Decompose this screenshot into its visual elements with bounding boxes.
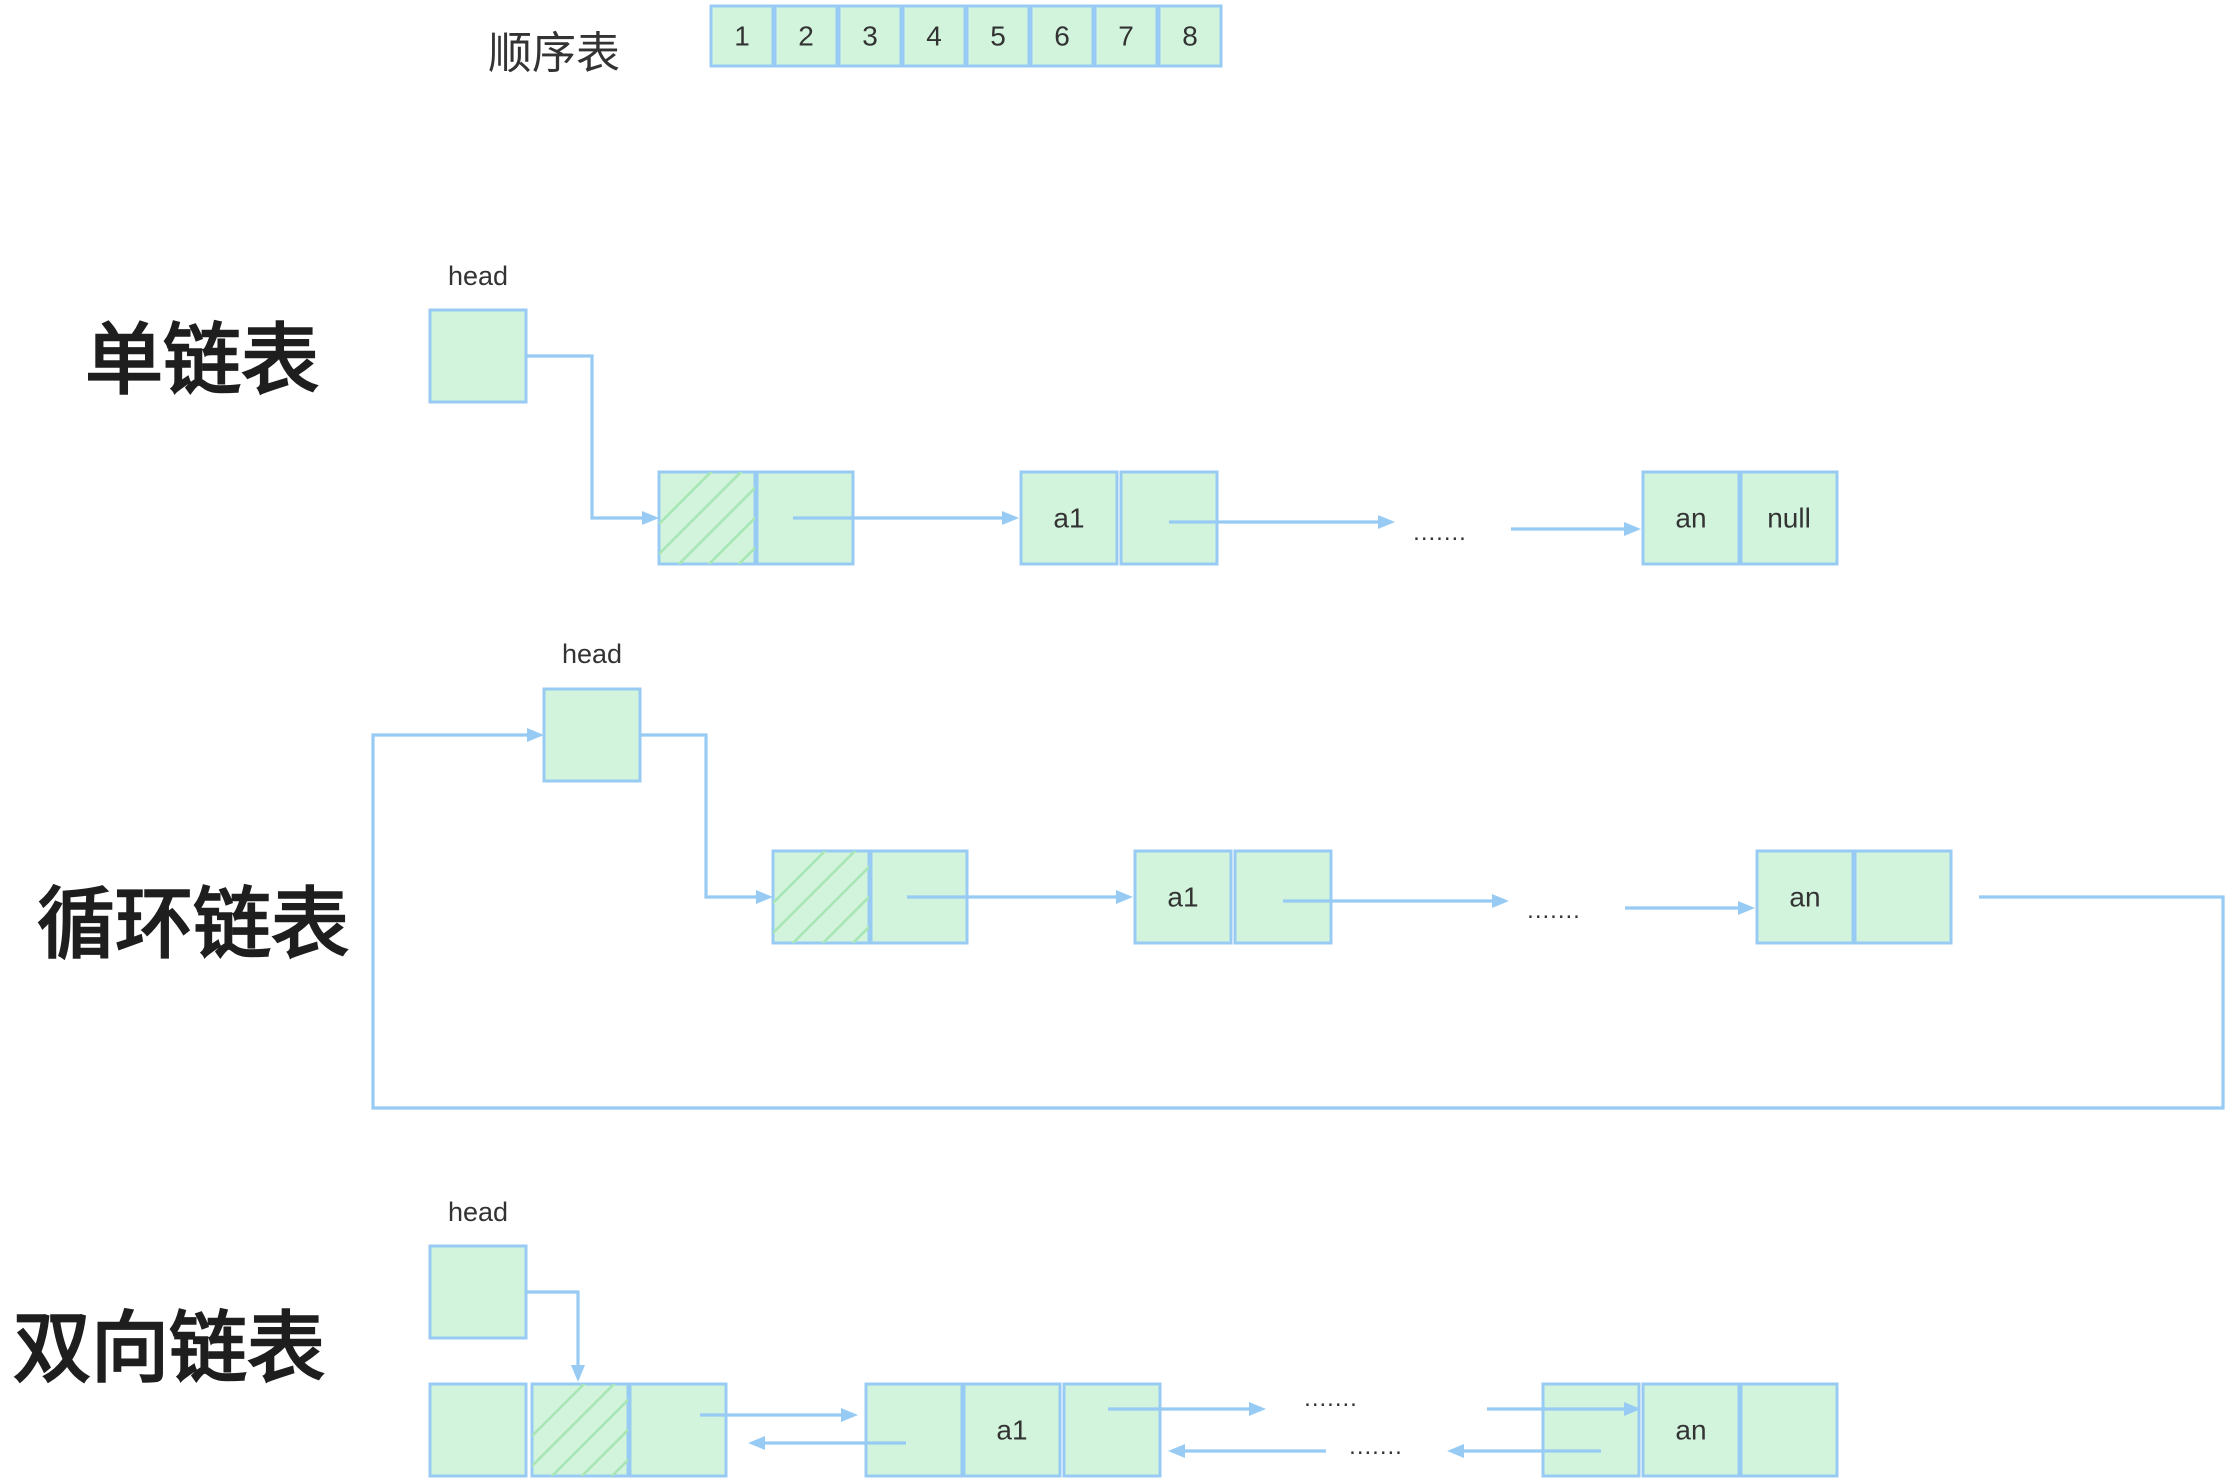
singly-a1-data-cell: [1019, 470, 1119, 566]
doubly-linked-list: head a1 ....... ....... an: [428, 1197, 1839, 1478]
sequence-cell-label: 5: [990, 21, 1006, 52]
doubly-an-next-cell: [1739, 1382, 1839, 1478]
sequence-cell: [1157, 4, 1223, 68]
singly-a1-label: a1: [1053, 503, 1084, 534]
sequence-cell: [901, 4, 967, 68]
doubly-header-next-cell: [628, 1382, 728, 1478]
doubly-a1-next-cell: [1062, 1382, 1162, 1478]
singly-head-connector: [526, 354, 645, 520]
circular-a1-data-cell: [1133, 849, 1233, 945]
arrowhead-icon: [571, 1365, 585, 1382]
arrowhead-icon: [1492, 894, 1509, 908]
circular-header-data-cell: [771, 849, 871, 945]
sequence-cell: [965, 4, 1031, 68]
sequence-cell-label: 6: [1054, 21, 1070, 52]
circular-an-data-cell: [1755, 849, 1855, 945]
sequence-cell: [1029, 4, 1095, 68]
singly-head-label: head: [448, 261, 508, 291]
doubly-list-title: 双向链表: [13, 1304, 325, 1394]
arrowhead-icon: [1378, 515, 1395, 529]
arrowhead-icon: [1624, 522, 1641, 536]
arrowhead-icon: [642, 511, 659, 525]
sequence-cell: [709, 4, 775, 68]
sequence-cell-label: 3: [862, 21, 878, 52]
sequence-cell-label: 7: [1118, 21, 1134, 52]
arrowhead-icon: [841, 1408, 858, 1422]
doubly-ellipsis-backward: .......: [1349, 1433, 1403, 1460]
doubly-a1-prev-cell: [864, 1382, 964, 1478]
circular-an-label: an: [1789, 882, 1820, 913]
arrowhead-icon: [1249, 1402, 1266, 1416]
doubly-an-prev-cell: [1541, 1382, 1641, 1478]
singly-ellipsis: .......: [1413, 519, 1467, 546]
sequence-cell: [773, 4, 839, 68]
doubly-head-box: [428, 1244, 528, 1340]
doubly-head-label: head: [448, 1197, 508, 1227]
sequence-cell-label: 8: [1182, 21, 1198, 52]
arrowhead-icon: [1168, 1444, 1185, 1458]
circular-head-connector: [640, 733, 759, 899]
doubly-head-connector: [526, 1290, 580, 1368]
circular-a1-next-cell: [1233, 849, 1333, 945]
doubly-header-hatch: [532, 1384, 628, 1476]
circular-ellipsis: .......: [1527, 897, 1581, 924]
doubly-header-prev-cell: [428, 1382, 528, 1478]
sequence-cell-label: 4: [926, 21, 942, 52]
arrowhead-icon: [748, 1436, 765, 1450]
doubly-an-label: an: [1675, 1415, 1706, 1446]
sequence-table: 1 2 3 4 5 6 7 8: [709, 4, 1223, 68]
sequence-cell: [1093, 4, 1159, 68]
circular-a1-label: a1: [1167, 882, 1198, 913]
circular-an-next-cell: [1853, 849, 1953, 945]
sequence-cell-label: 2: [798, 21, 814, 52]
doubly-header-data-cell: [530, 1382, 630, 1478]
singly-head-box: [428, 308, 528, 404]
circular-linked-list: head a1 ....... an: [371, 639, 2225, 1110]
singly-null-label: null: [1767, 503, 1811, 534]
arrowhead-icon: [1002, 511, 1019, 525]
arrowhead-icon: [1738, 901, 1755, 915]
circular-header-hatch: [773, 851, 869, 943]
arrowhead-icon: [1624, 1402, 1641, 1416]
doubly-a1-label: a1: [996, 1415, 1027, 1446]
circular-head-box: [542, 687, 642, 783]
circular-loop-connector: [371, 733, 2225, 1110]
doubly-ellipsis-forward: .......: [1304, 1385, 1358, 1412]
arrowhead-icon: [756, 890, 773, 904]
doubly-an-data-cell: [1641, 1382, 1741, 1478]
arrowhead-icon: [1116, 890, 1133, 904]
singly-header-data-cell: [657, 470, 757, 566]
circular-list-title: 循环链表: [37, 880, 349, 970]
sequence-table-title: 顺序表: [488, 28, 620, 79]
singly-a1-next-cell: [1119, 470, 1219, 566]
arrowhead-icon: [527, 728, 544, 742]
circular-head-label: head: [562, 639, 622, 669]
arrowhead-icon: [1447, 1444, 1464, 1458]
sequence-cell: [837, 4, 903, 68]
singly-an-label: an: [1675, 503, 1706, 534]
singly-an-data-cell: [1641, 470, 1741, 566]
singly-null-cell: [1739, 470, 1839, 566]
singly-header-hatch: [659, 472, 755, 564]
singly-linked-list: head a1 ....... an null: [428, 261, 1839, 566]
singly-list-title: 单链表: [85, 316, 319, 406]
sequence-cell-label: 1: [734, 21, 750, 52]
doubly-a1-data-cell: [962, 1382, 1062, 1478]
